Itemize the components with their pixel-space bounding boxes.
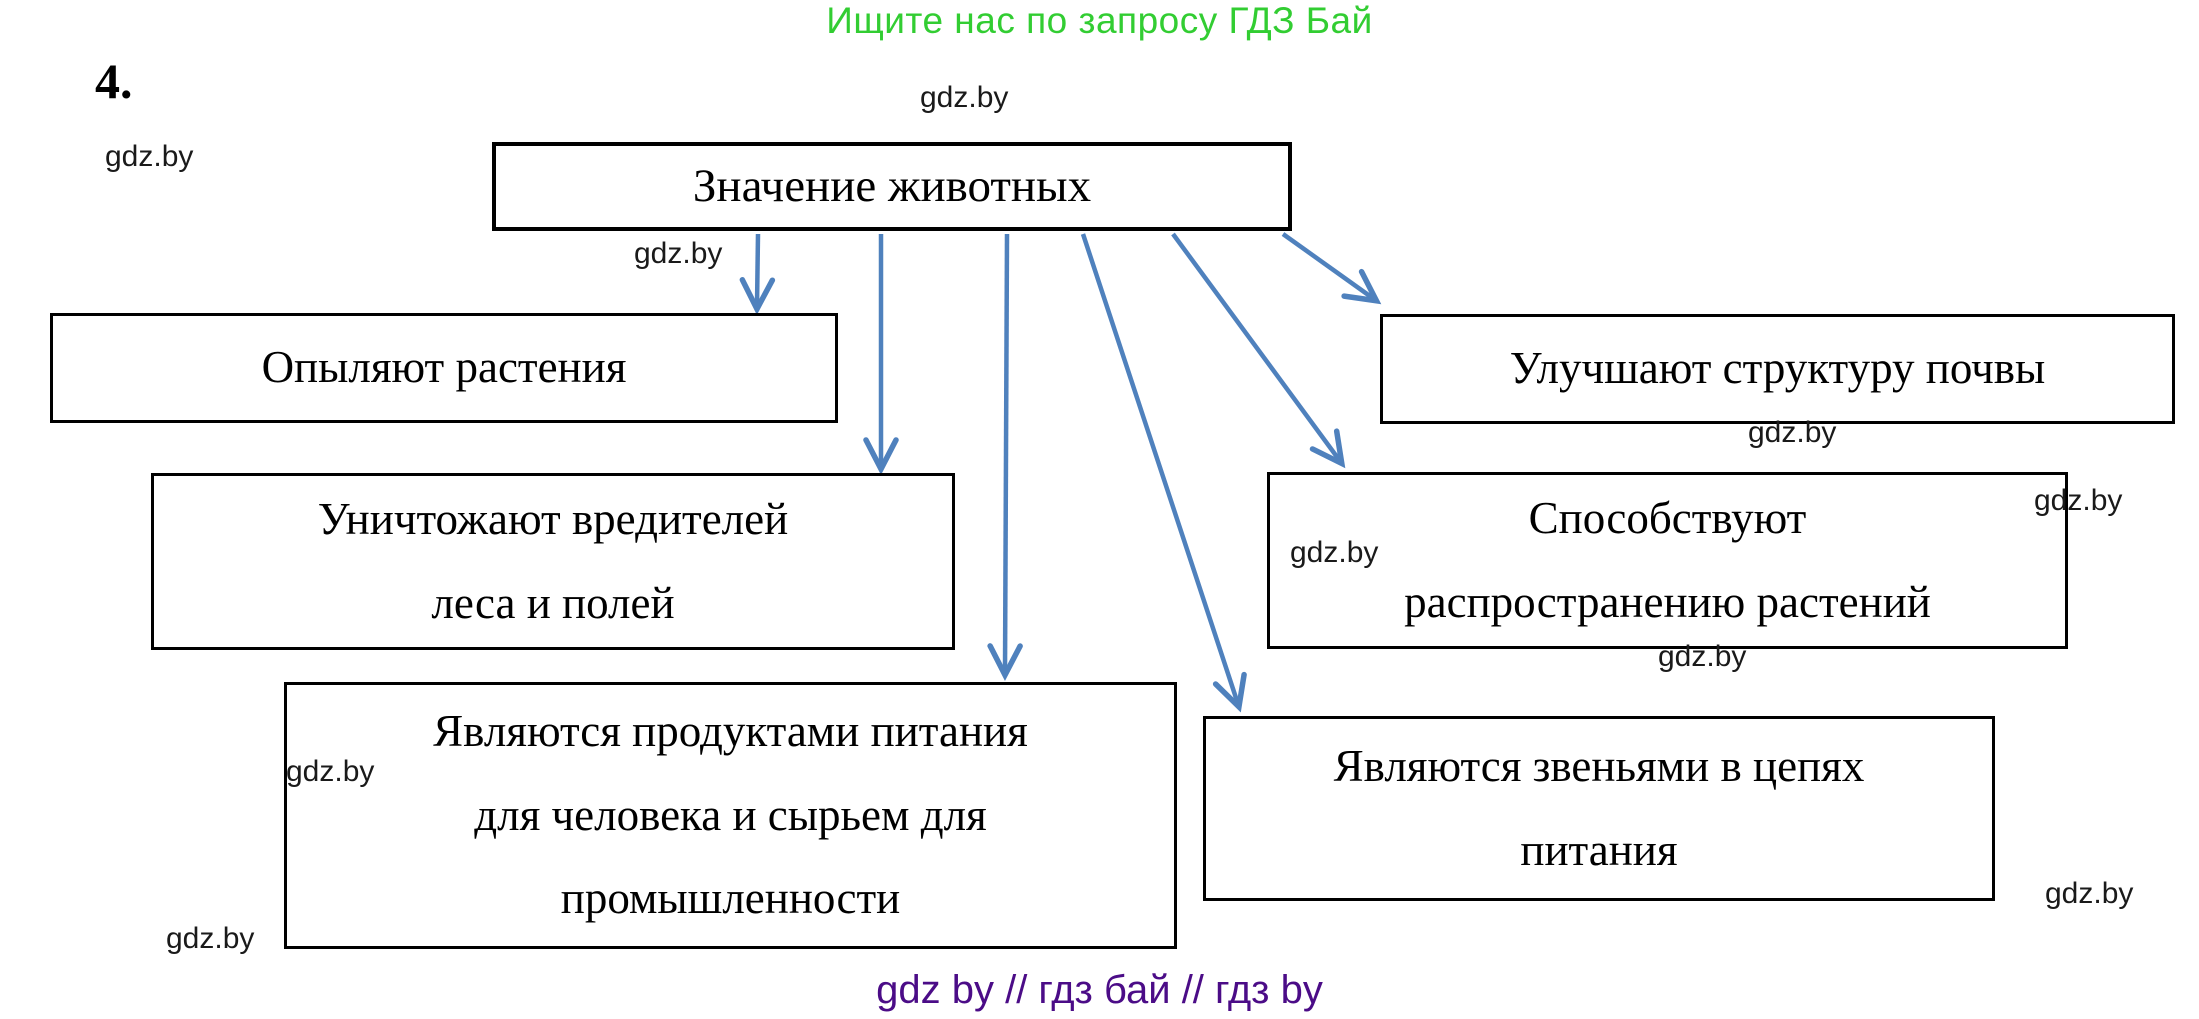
node-destroy-pests: Уничтожают вредителей леса и полей <box>151 473 955 650</box>
node-pollinate-plants: Опыляют растения <box>50 313 838 423</box>
gdz-watermark: gdz.by <box>2045 877 2134 910</box>
connector-arrow-pollinate <box>739 233 776 315</box>
gdz-watermark: gdz.by <box>920 81 1009 114</box>
connector-arrow-food <box>987 233 1023 681</box>
gdz-watermark: gdz.by <box>166 922 255 955</box>
node-food-and-raw-materials: Являются продуктами питания для человека… <box>284 682 1177 949</box>
footer-watermark-text: gdz by // гдз бай // гдз by <box>876 968 1323 1012</box>
task-number: 4. <box>95 53 133 109</box>
gdz-watermark: gdz.by <box>286 755 375 788</box>
node-improve-soil: Улучшают структуру почвы <box>1380 314 2175 424</box>
node-root-significance-of-animals: Значение животных <box>492 142 1292 231</box>
connector-arrow-chains <box>1080 233 1247 713</box>
gdz-watermark: gdz.by <box>2034 484 2123 517</box>
gdz-watermark: gdz.by <box>1748 416 1837 449</box>
promo-header-text: Ищите нас по запросу ГДЗ Бай <box>826 0 1373 41</box>
connector-arrow-spread <box>1171 232 1346 469</box>
connector-arrow-soil <box>1281 232 1382 305</box>
gdz-watermark: gdz.by <box>1658 640 1747 673</box>
gdz-watermark: gdz.by <box>105 140 194 173</box>
node-spread-plants: Способствуют распространению растений <box>1267 472 2068 649</box>
gdz-watermark: gdz.by <box>634 237 723 270</box>
gdz-watermark: gdz.by <box>1290 536 1379 569</box>
node-food-chain-links: Являются звеньями в цепях питания <box>1203 716 1995 901</box>
